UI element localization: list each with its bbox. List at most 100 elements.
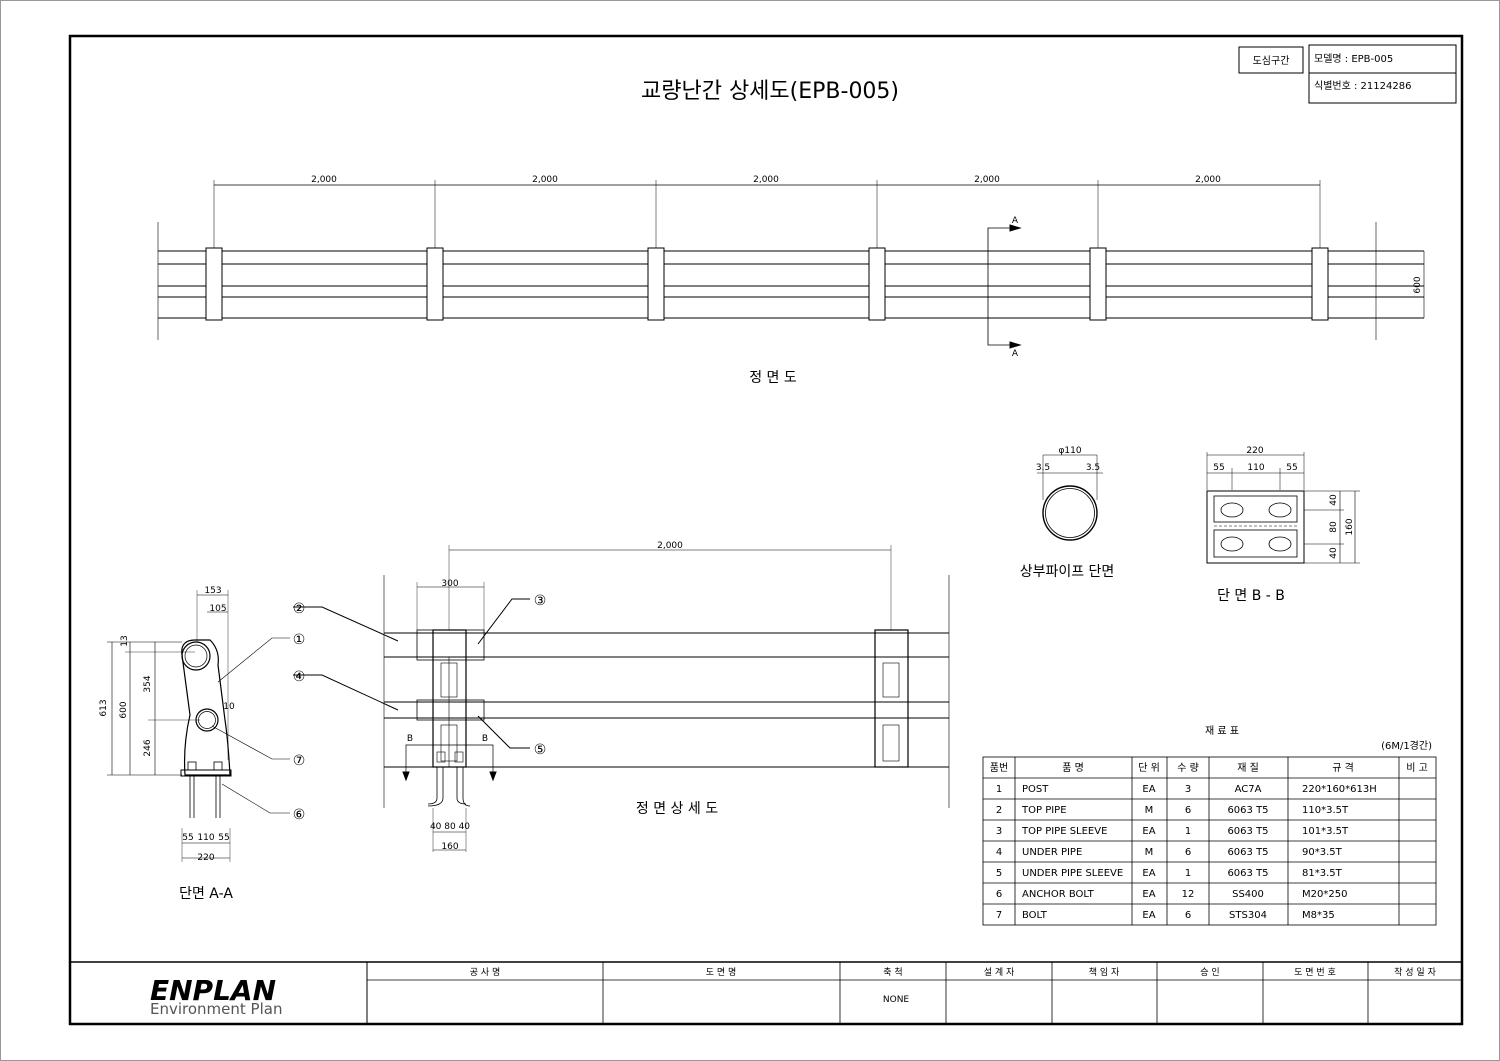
base-dims: 40 80 40	[430, 822, 470, 832]
aa-dim-246: 246	[143, 739, 153, 756]
aa-dim-110: 110	[197, 833, 214, 843]
materials-table	[982, 756, 1437, 926]
section-aa	[107, 590, 232, 862]
title-block-headers: 공 사 명 도 면 명 축 척 설 계 자 책 임 자 승 인 도 면 번 호 …	[470, 966, 1437, 1005]
mat-cell: EA	[1142, 889, 1155, 900]
span-dim: 2,000	[974, 175, 1000, 185]
height-dim: 600	[1413, 276, 1423, 293]
mat-cell: 6063 T5	[1227, 826, 1268, 837]
aa-dim-13: 13	[120, 635, 130, 646]
callout-6: ⑥	[293, 807, 306, 823]
callout-1: ①	[293, 632, 306, 648]
section-mark: A	[1012, 349, 1019, 359]
tb-header-scale: 축 척	[883, 967, 902, 978]
span-dim: 2,000	[753, 175, 779, 185]
mat-cell: 2	[996, 805, 1002, 816]
drawing-title: 교량난간 상세도(EPB-005)	[641, 79, 899, 104]
drawing-frame	[68, 34, 1464, 1026]
mat-header: 품번	[990, 762, 1008, 774]
mat-cell: STS304	[1229, 910, 1267, 921]
bb-w-left: 55	[1213, 463, 1224, 473]
front-view-label: 정 면 도	[749, 370, 797, 386]
mat-cell: M20*250	[1302, 889, 1347, 900]
materials-header-row: 품번 품 명 단 위 수 량 재 질 규 격 비 고	[990, 761, 1428, 774]
mat-cell: TOP PIPE SLEEVE	[1021, 826, 1107, 837]
callout-3: ③	[534, 593, 547, 609]
mat-cell: 101*3.5T	[1302, 826, 1349, 837]
mat-cell: BOLT	[1022, 910, 1048, 921]
mat-cell: 4	[996, 847, 1002, 858]
mat-header: 재 질	[1237, 762, 1259, 774]
aa-dim-613: 613	[99, 699, 109, 716]
mat-cell: POST	[1022, 784, 1049, 795]
mat-cell: M	[1145, 805, 1154, 816]
mat-header: 비 고	[1406, 762, 1428, 774]
bb-w-mid: 110	[1247, 463, 1264, 473]
tb-header-approval: 승 인	[1200, 967, 1219, 978]
header-box: 도심구간 모델명 : EPB-005 식별번호 : 21124286	[1238, 44, 1457, 104]
callout-5: ⑤	[534, 742, 547, 758]
mat-cell: EA	[1142, 784, 1155, 795]
mat-header: 단 위	[1138, 761, 1160, 774]
mat-cell: 7	[996, 910, 1002, 921]
aa-dim-55b: 55	[218, 833, 229, 843]
mat-cell: 1	[996, 784, 1002, 795]
pipe-dia: φ110	[1058, 446, 1081, 456]
aa-dim-105: 105	[209, 604, 226, 614]
pipe-thick-left: 3.5	[1036, 463, 1050, 473]
callout-2: ②	[293, 601, 306, 617]
mat-cell: 6	[1185, 805, 1191, 816]
mat-cell: 3	[1185, 784, 1191, 795]
tb-scale-value: NONE	[883, 995, 910, 1005]
mat-cell: UNDER PIPE SLEEVE	[1022, 868, 1123, 879]
ident-label: 식별번호 : 21124286	[1314, 80, 1411, 92]
mat-cell: 5	[996, 868, 1002, 879]
detail-view-dims: 2,000 300 B B 40 80 40 160 정 면 상 세 도	[407, 541, 718, 852]
pipe-section	[1037, 454, 1103, 541]
mat-cell: EA	[1142, 826, 1155, 837]
aa-dim-600: 600	[119, 701, 129, 718]
mat-header: 규 격	[1332, 761, 1354, 774]
mat-cell: 6063 T5	[1227, 868, 1268, 879]
mat-cell: 220*160*613H	[1302, 784, 1377, 795]
mat-cell: 3	[996, 826, 1002, 837]
tb-header-drawing: 도 면 명	[706, 967, 737, 978]
mat-header: 품 명	[1062, 762, 1084, 774]
mat-cell: M	[1145, 847, 1154, 858]
tb-header-designer: 설 계 자	[984, 966, 1015, 978]
tb-header-drawing-no: 도 면 번 호	[1294, 967, 1336, 978]
front-view-dims: 2,000 2,000 2,000 2,000 2,000 600 A A 정 …	[311, 175, 1423, 386]
tb-header-responsible: 책 임 자	[1089, 966, 1120, 978]
mat-cell: UNDER PIPE	[1022, 847, 1082, 858]
mat-cell: 6063 T5	[1227, 847, 1268, 858]
materials-rows: 1 POST EA 3 AC7A 220*160*613H 2 TOP PIPE M 6 6063 …	[996, 784, 1377, 921]
detail-view	[293, 545, 950, 852]
span-dim: 2,000	[311, 175, 337, 185]
mat-cell: 6	[1185, 847, 1191, 858]
bb-h-bot: 40	[1329, 547, 1339, 559]
tb-header-project: 공 사 명	[470, 967, 501, 978]
bb-h-mid: 80	[1329, 521, 1339, 533]
mat-cell: M8*35	[1302, 910, 1335, 921]
bb-width: 220	[1246, 446, 1263, 456]
section-b-mark: B	[407, 734, 413, 744]
mat-cell: 90*3.5T	[1302, 847, 1343, 858]
aa-dim-153: 153	[204, 586, 221, 596]
mat-cell: 1	[1185, 826, 1191, 837]
front-view	[157, 180, 1425, 349]
bb-h-top: 40	[1329, 494, 1339, 506]
aa-dim-220: 220	[197, 853, 214, 863]
section-bb	[1206, 452, 1360, 564]
pipe-section-label: 상부파이프 단면	[1020, 564, 1115, 580]
mat-cell: EA	[1142, 910, 1155, 921]
mat-cell: TOP PIPE	[1021, 805, 1067, 816]
base-total: 160	[441, 842, 458, 852]
pipe-thick-right: 3.5	[1086, 463, 1100, 473]
mat-cell: 12	[1182, 889, 1195, 900]
mat-cell: 6	[996, 889, 1002, 900]
mat-cell: 6	[1185, 910, 1191, 921]
company-logo-sub: Environment Plan	[150, 1000, 282, 1018]
title-block	[70, 961, 1462, 1024]
section-bb-label: 단 면 B - B	[1217, 588, 1285, 604]
mat-cell: AC7A	[1235, 784, 1262, 795]
